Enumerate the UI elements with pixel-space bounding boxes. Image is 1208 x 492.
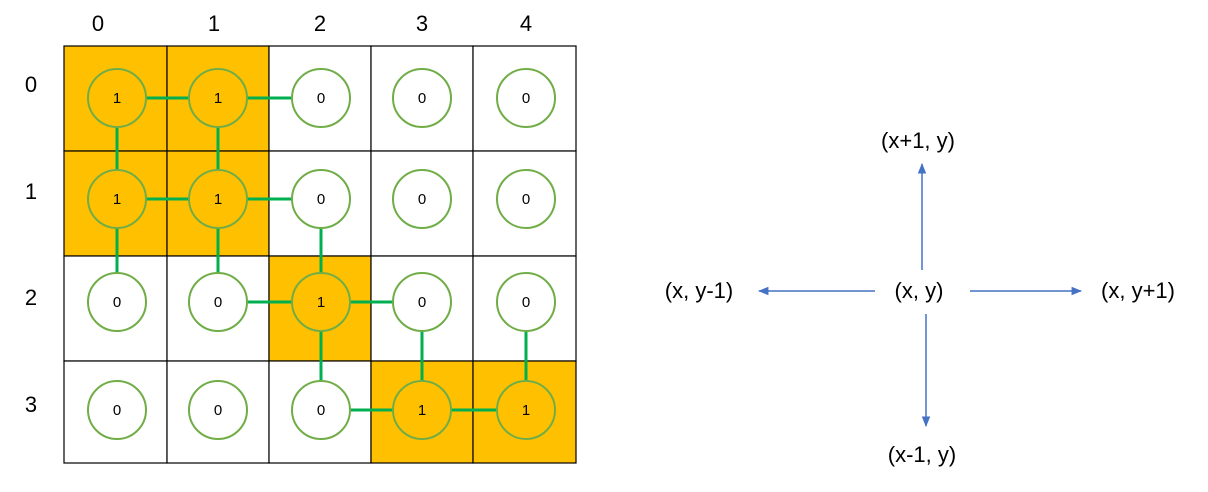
node-0-3: 0 xyxy=(392,68,452,128)
node-value: 1 xyxy=(317,294,325,311)
grid-links xyxy=(115,96,528,412)
down-neighbor-label: (x-1, y) xyxy=(888,442,956,467)
node-circle xyxy=(87,169,147,229)
node-value: 0 xyxy=(113,402,121,419)
node-circle xyxy=(188,169,248,229)
node-value: 0 xyxy=(317,90,325,107)
node-0-2: 0 xyxy=(291,68,351,128)
col-header-0: 0 xyxy=(92,11,104,36)
node-circle xyxy=(291,169,351,229)
node-0-0: 1 xyxy=(87,68,147,128)
node-circle xyxy=(496,169,556,229)
node-3-3: 1 xyxy=(392,380,452,440)
node-value: 1 xyxy=(214,191,222,208)
node-2-0: 0 xyxy=(87,272,147,332)
node-2-4: 0 xyxy=(496,272,556,332)
node-circle xyxy=(291,272,351,332)
node-circle xyxy=(291,380,351,440)
node-1-4: 0 xyxy=(496,169,556,229)
node-value: 1 xyxy=(214,90,222,107)
node-2-2: 1 xyxy=(291,272,351,332)
node-circle xyxy=(87,272,147,332)
node-circle xyxy=(188,272,248,332)
row-header-1: 1 xyxy=(25,179,37,204)
node-value: 0 xyxy=(113,294,121,311)
node-3-4: 1 xyxy=(496,380,556,440)
node-circle xyxy=(496,380,556,440)
node-circle xyxy=(496,68,556,128)
row-header-0: 0 xyxy=(25,72,37,97)
node-0-1: 1 xyxy=(188,68,248,128)
node-1-0: 1 xyxy=(87,169,147,229)
row-header-3: 3 xyxy=(25,392,37,417)
node-1-1: 1 xyxy=(188,169,248,229)
node-circle xyxy=(392,272,452,332)
node-3-2: 0 xyxy=(291,380,351,440)
col-header-4: 4 xyxy=(520,11,532,36)
node-value: 0 xyxy=(317,402,325,419)
node-circle xyxy=(87,380,147,440)
left-neighbor-label: (x, y-1) xyxy=(665,278,733,303)
node-value: 0 xyxy=(214,294,222,311)
node-value: 1 xyxy=(113,191,121,208)
col-header-1: 1 xyxy=(208,11,220,36)
node-value: 0 xyxy=(418,90,426,107)
neighbor-diagram: (x, y) (x+1, y) (x-1, y) (x, y-1) (x, y+… xyxy=(665,128,1175,467)
right-neighbor-label: (x, y+1) xyxy=(1101,278,1175,303)
node-2-1: 0 xyxy=(188,272,248,332)
row-header-2: 2 xyxy=(25,285,37,310)
node-value: 1 xyxy=(418,402,426,419)
node-value: 0 xyxy=(418,191,426,208)
node-value: 1 xyxy=(113,90,121,107)
node-circle xyxy=(392,380,452,440)
center-label: (x, y) xyxy=(895,278,944,303)
node-circle xyxy=(87,68,147,128)
node-value: 0 xyxy=(522,294,530,311)
node-3-0: 0 xyxy=(87,380,147,440)
up-neighbor-label: (x+1, y) xyxy=(881,128,955,153)
node-1-3: 0 xyxy=(392,169,452,229)
node-circle xyxy=(188,68,248,128)
node-value: 0 xyxy=(522,90,530,107)
node-value: 1 xyxy=(522,402,530,419)
node-0-4: 0 xyxy=(496,68,556,128)
grid-nodes: 1 1 0 0 0 1 1 0 0 0 0 0 1 0 0 0 0 0 1 1 xyxy=(87,68,556,440)
col-header-2: 2 xyxy=(314,11,326,36)
node-circle xyxy=(496,272,556,332)
row-headers: 0 1 2 3 xyxy=(25,72,37,417)
col-header-3: 3 xyxy=(416,11,428,36)
node-circle xyxy=(392,68,452,128)
node-value: 0 xyxy=(418,294,426,311)
node-circle xyxy=(392,169,452,229)
node-1-2: 0 xyxy=(291,169,351,229)
node-circle xyxy=(291,68,351,128)
node-value: 0 xyxy=(214,402,222,419)
node-value: 0 xyxy=(522,191,530,208)
column-headers: 0 1 2 3 4 xyxy=(92,11,532,36)
node-2-3: 0 xyxy=(392,272,452,332)
node-value: 0 xyxy=(317,191,325,208)
node-circle xyxy=(188,380,248,440)
node-3-1: 0 xyxy=(188,380,248,440)
